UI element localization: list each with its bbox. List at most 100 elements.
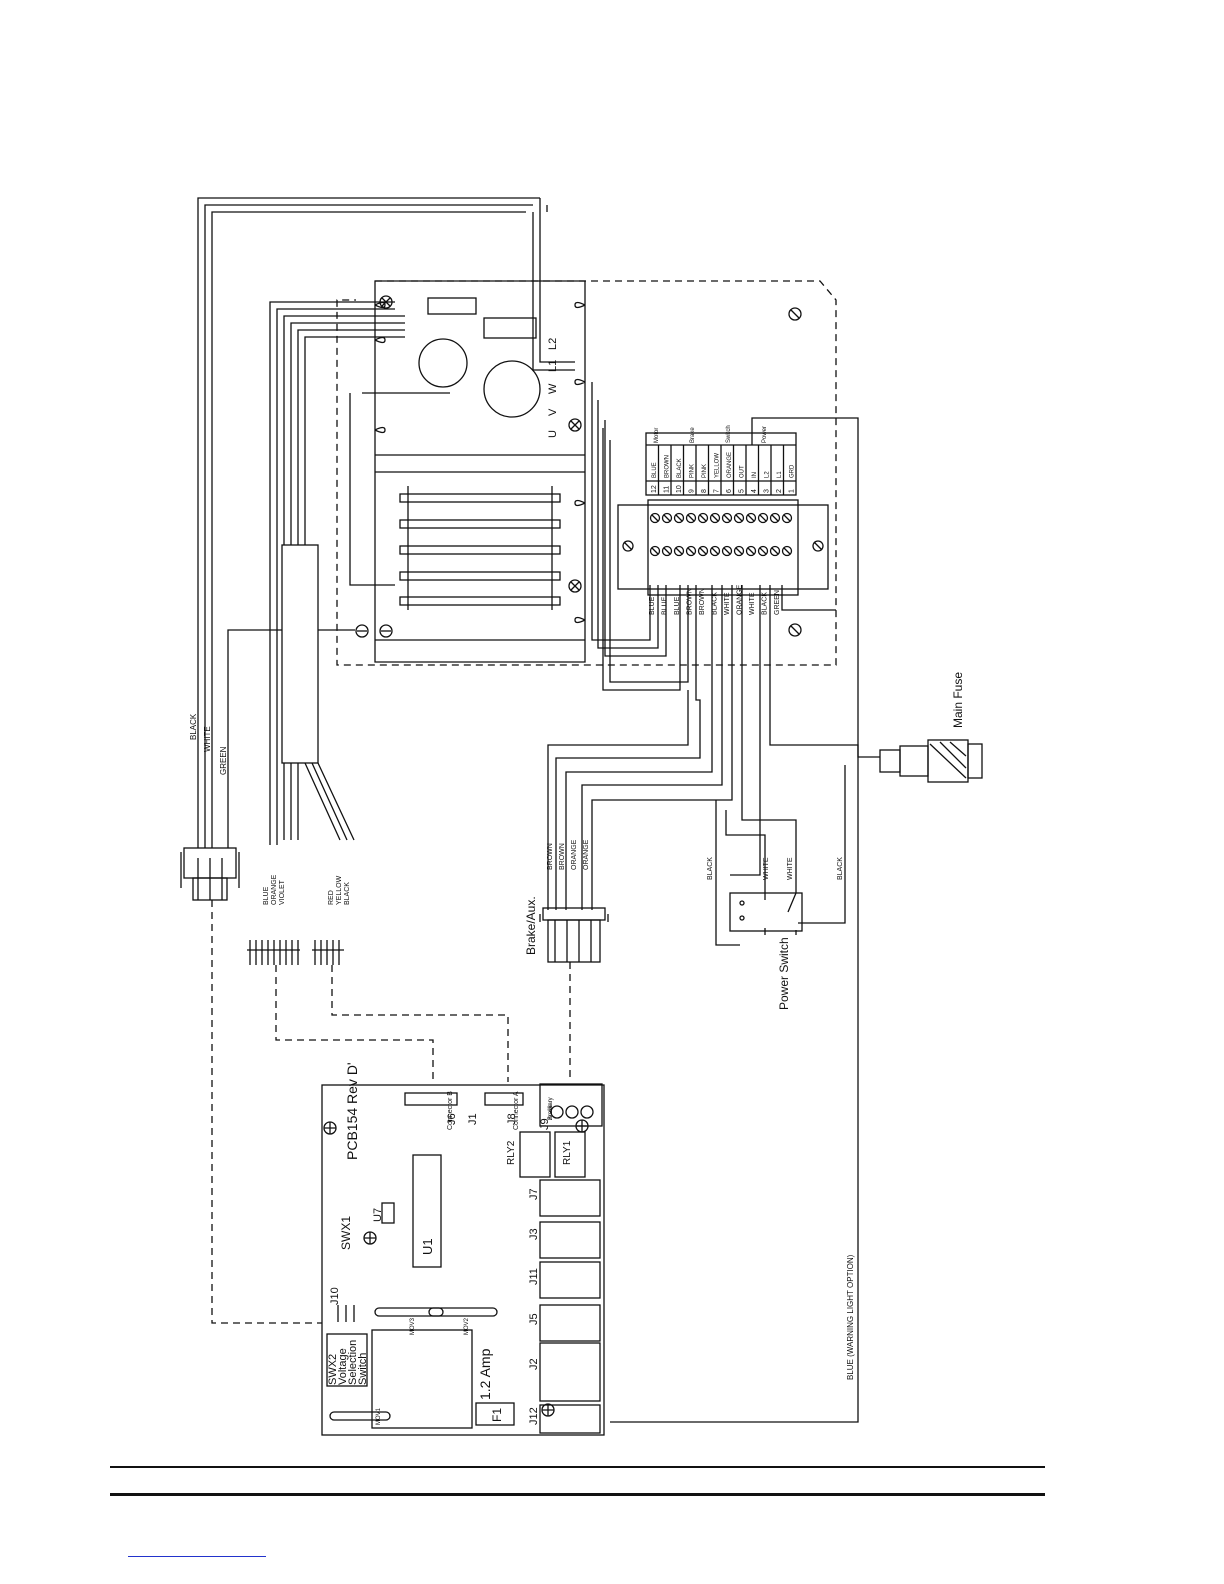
voltage-switch-text: Selection — [347, 1340, 359, 1385]
terminal-screw-slot — [747, 547, 755, 555]
terminal-color: IN — [752, 472, 758, 478]
terminal-screw-slot — [699, 514, 707, 522]
terminal-screw — [697, 512, 709, 524]
switch-wire-label: BLACK — [837, 857, 844, 880]
terminal-screw — [757, 545, 769, 557]
capacitor-bank — [399, 486, 561, 610]
motor-drive-plate — [355, 280, 802, 663]
terminal-screw-slot — [759, 547, 767, 555]
terminal-screw-slot — [783, 547, 791, 555]
terminal-screw — [649, 512, 661, 524]
harness-black-label: BLACK — [189, 713, 198, 740]
mov-label: MOV1 — [376, 1407, 382, 1425]
terminal-number: 11 — [664, 486, 671, 493]
terminal-screw — [721, 512, 733, 524]
terminal-screw-slot — [759, 514, 767, 522]
terminal-screws — [649, 512, 793, 557]
harness-green-label: GREEN — [219, 746, 228, 775]
power-switch-label: Power Switch — [777, 937, 791, 1010]
terminal-wire-label: BROWN — [699, 588, 706, 615]
terminal-screw-slot — [687, 547, 695, 555]
connector-label-j11: J11 — [528, 1268, 540, 1285]
harness-connector — [180, 847, 240, 901]
wiring — [197, 197, 880, 1423]
ribbon-b-wire-label: RED — [328, 890, 335, 905]
terminal-screw — [673, 512, 685, 524]
terminal-screw-slot — [711, 547, 719, 555]
voltage-switch-text: Voltage — [337, 1348, 349, 1385]
terminal-screw — [661, 512, 673, 524]
terminal-screw — [661, 545, 673, 557]
brake-wire-label: BROWN — [559, 843, 566, 870]
terminal-number: 7 — [714, 489, 721, 493]
connector-label-j12: J12 — [528, 1407, 540, 1425]
brake-wire-label: BROWN — [547, 843, 554, 870]
terminal-screw-slot — [675, 514, 683, 522]
pcb-title: PCB154 Rev D' — [344, 1062, 360, 1160]
motor-terminal-label: V — [547, 408, 559, 416]
terminal-group: Power — [762, 426, 768, 443]
terminal-screw-slot — [711, 514, 719, 522]
connector-label-j3: J3 — [528, 1228, 540, 1240]
pcb-u7: U7 — [372, 1208, 384, 1222]
main-fuse-label: Main Fuse — [951, 672, 965, 728]
ribbon-a-wire-label: BLUE — [263, 886, 270, 905]
voltage-switch-text: Switch — [357, 1353, 369, 1385]
terminal-color: OUT — [740, 465, 746, 478]
terminal-group: Brake — [690, 427, 696, 443]
terminal-color: ORANGE — [727, 452, 733, 478]
terminal-screw — [709, 545, 721, 557]
terminal-color: BROWN — [665, 455, 671, 478]
terminal-screw — [673, 545, 685, 557]
pcb-conn-a: Connector A — [513, 1091, 520, 1130]
terminal-wire-label: BLUE — [674, 596, 681, 615]
terminal-color: YELLOW — [715, 453, 721, 478]
terminal-screw — [697, 545, 709, 557]
terminal-screw — [745, 512, 757, 524]
terminal-wire-label: BLUE — [662, 596, 669, 615]
terminal-group: Switch — [726, 425, 732, 443]
terminal-screw — [769, 545, 781, 557]
terminal-screw-slot — [651, 547, 659, 555]
terminal-number: 4 — [751, 489, 758, 493]
pcb-swx1: SWX1 — [339, 1216, 353, 1250]
brake-wire-label: ORANGE — [571, 839, 578, 870]
motor-terminal-label: U — [547, 430, 559, 438]
terminal-number: 6 — [726, 489, 733, 493]
terminal-color: BLUE — [652, 462, 658, 478]
warning-light-label: BLUE (WARNING LIGHT OPTION) — [846, 1254, 855, 1380]
terminal-screw — [733, 512, 745, 524]
voltage-switch-text: SWX2 — [327, 1354, 339, 1385]
ribbon-a-wire-label: ORANGE — [271, 874, 278, 905]
terminal-number: 8 — [701, 489, 708, 493]
brake-aux-pcb-text: Brake — [548, 1104, 554, 1120]
terminal-wire-label: BLACK — [712, 592, 719, 615]
brake-aux-pcb-text: Auxiliary — [548, 1097, 554, 1120]
enclosure-outline — [336, 280, 837, 666]
terminal-screw — [709, 512, 721, 524]
terminal-screw-slot — [687, 514, 695, 522]
connector-label-j1: J1 — [467, 1113, 479, 1125]
mov-label: MOV2 — [464, 1317, 470, 1335]
terminal-color: GRD — [790, 464, 796, 478]
terminal-group: Motor — [654, 428, 660, 443]
switch-wire-label: WHITE — [787, 857, 794, 880]
pcb-links — [211, 900, 571, 1324]
terminal-number: 10 — [676, 485, 683, 493]
terminal-screw — [733, 545, 745, 557]
terminal-table — [645, 432, 797, 496]
ribbon-b-wire-label: BLACK — [344, 882, 351, 905]
terminal-wire-label: GREEN — [774, 590, 781, 615]
switch-wire-label: BLACK — [707, 857, 714, 880]
terminal-screw-slot — [723, 514, 731, 522]
terminal-screw — [745, 545, 757, 557]
motor-terminal-label: L2 — [547, 338, 559, 350]
terminal-screw-slot — [651, 514, 659, 522]
brake-wire-label: ORANGE — [583, 839, 590, 870]
terminal-block — [617, 499, 829, 596]
terminal-screw-slot — [771, 547, 779, 555]
terminal-number: 5 — [739, 489, 746, 493]
terminal-number: 9 — [689, 489, 696, 493]
terminal-color: L1 — [777, 471, 783, 478]
switch-wire-label: WHITE — [763, 857, 770, 880]
